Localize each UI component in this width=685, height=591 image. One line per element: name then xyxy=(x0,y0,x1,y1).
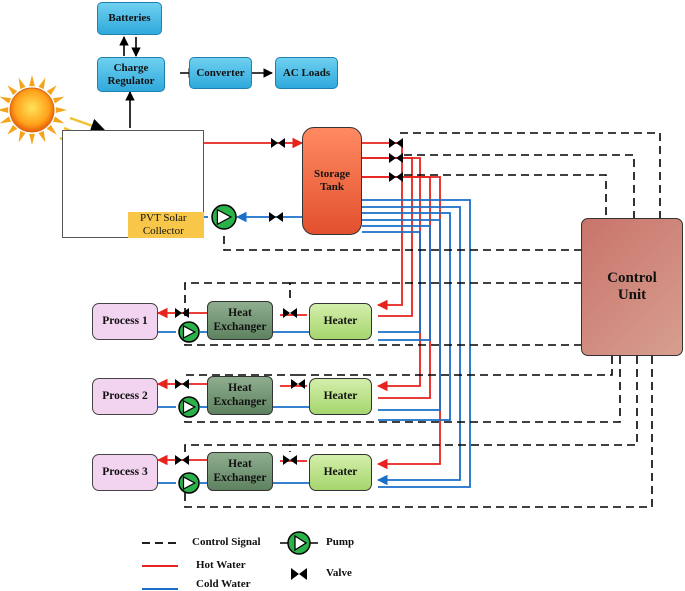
legend-valve-label: Valve xyxy=(326,567,352,579)
legend-pump-icon xyxy=(280,531,318,555)
pumps xyxy=(178,204,237,494)
valve-icon xyxy=(175,455,189,465)
converter-block: Converter xyxy=(189,57,252,89)
valve-icon xyxy=(389,138,403,148)
valve-icon xyxy=(389,153,403,163)
legend-hot-water-label: Hot Water xyxy=(196,559,246,571)
legend-graphics xyxy=(142,531,318,590)
process-2-block: Process 2 xyxy=(92,378,158,415)
legend-cold-water-label: Cold Water xyxy=(196,578,251,590)
ac-loads-block: AC Loads xyxy=(275,57,338,89)
legend-valve-icon xyxy=(291,568,307,580)
electrical-connectors xyxy=(119,36,273,128)
valve-icon xyxy=(175,308,189,318)
pump-icon xyxy=(178,321,200,343)
valve-icon xyxy=(269,212,283,222)
legend-control-signal-label: Control Signal xyxy=(192,536,261,548)
pump-icon xyxy=(178,396,200,418)
charge-regulator-block: Charge Regulator xyxy=(97,57,165,92)
valve-icon xyxy=(175,379,189,389)
heater-1: Heater xyxy=(309,303,372,340)
valve-icon xyxy=(283,308,297,318)
pump-icon xyxy=(178,472,200,494)
control-unit: Control Unit xyxy=(581,218,683,356)
heater-2: Heater xyxy=(309,378,372,415)
process-3-block: Process 3 xyxy=(92,454,158,491)
valve-icon xyxy=(283,455,297,465)
process-1-block: Process 1 xyxy=(92,303,158,340)
batteries-block: Batteries xyxy=(97,2,162,35)
heat-exchanger-3: Heat Exchanger xyxy=(207,452,273,491)
valve-icon xyxy=(389,172,403,182)
valve-icon xyxy=(291,379,305,389)
cold-water-pipes xyxy=(158,199,471,488)
heat-exchanger-1: Heat Exchanger xyxy=(207,301,273,340)
pump-icon xyxy=(211,204,237,230)
pvt-solar-collector-label: PVT Solar Collector xyxy=(128,212,204,238)
heat-exchanger-2: Heat Exchanger xyxy=(207,376,273,415)
valve-icon xyxy=(271,138,285,148)
storage-tank: Storage Tank xyxy=(302,127,362,235)
heater-3: Heater xyxy=(309,454,372,491)
sun-icon xyxy=(0,75,67,145)
legend-pump-label: Pump xyxy=(326,536,355,548)
valves xyxy=(175,138,403,465)
control-signal-lines xyxy=(184,132,661,508)
